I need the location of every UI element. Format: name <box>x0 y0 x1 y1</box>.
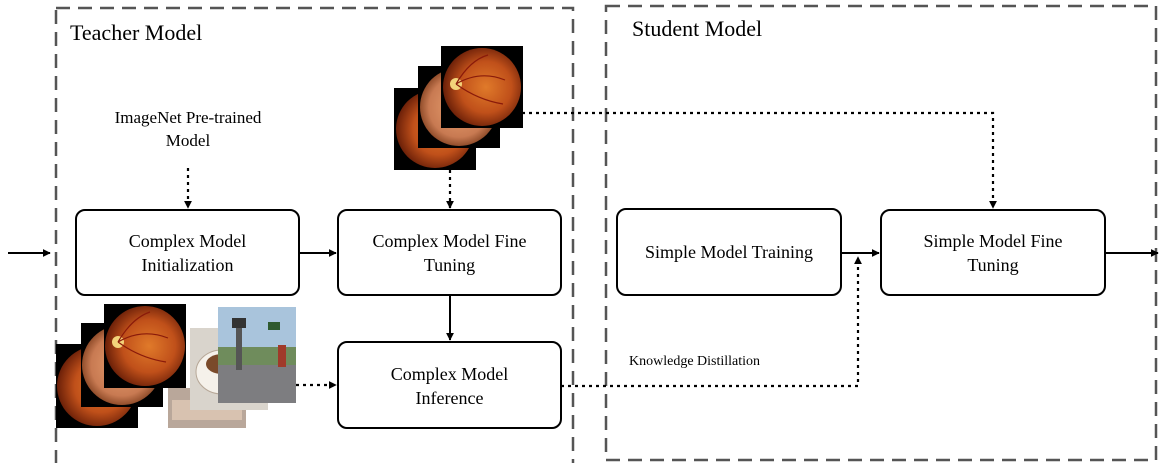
teacher-model-title: Teacher Model <box>70 20 203 45</box>
complex-model-inference-label: Complex Model Inference <box>338 362 561 410</box>
imagenet-pretrained-line-2: Model <box>165 131 211 150</box>
teacher-model-region <box>54 6 575 463</box>
student-model-title: Student Model <box>632 16 763 41</box>
student-finetune-line-1: Simple Model Fine <box>923 231 1063 251</box>
finetune-box-line-2: Tuning <box>423 255 476 275</box>
init-box-line-1: Complex Model <box>128 231 247 251</box>
inference-box-line-2: Inference <box>415 388 484 408</box>
student-finetune-line-2: Tuning <box>967 255 1019 275</box>
complex-model-initialization-label: Complex Model Initialization <box>76 229 299 277</box>
simple-model-training-label: Simple Model Training <box>644 242 814 262</box>
knowledge-distillation-label: Knowledge Distillation <box>629 354 761 369</box>
init-box-line-2: Initialization <box>141 255 234 275</box>
fundus-image-stack-top <box>394 46 523 170</box>
mixed-image-stack-bottom <box>56 304 296 428</box>
imagenet-pretrained-label: ImageNet Pre-trained Model <box>88 106 288 152</box>
simple-model-fine-tuning-label: Simple Model Fine Tuning <box>881 229 1105 277</box>
inference-box-line-1: Complex Model <box>390 364 509 384</box>
fundus-to-student-finetune-arrow <box>522 111 997 209</box>
knowledge-distillation-arrow <box>561 256 862 388</box>
imagenet-pretrained-line-1: ImageNet Pre-trained <box>114 108 262 127</box>
complex-model-fine-tuning-label: Complex Model Fine Tuning <box>338 229 561 277</box>
finetune-box-line-1: Complex Model Fine <box>372 231 527 251</box>
student-model-region <box>604 4 1158 462</box>
